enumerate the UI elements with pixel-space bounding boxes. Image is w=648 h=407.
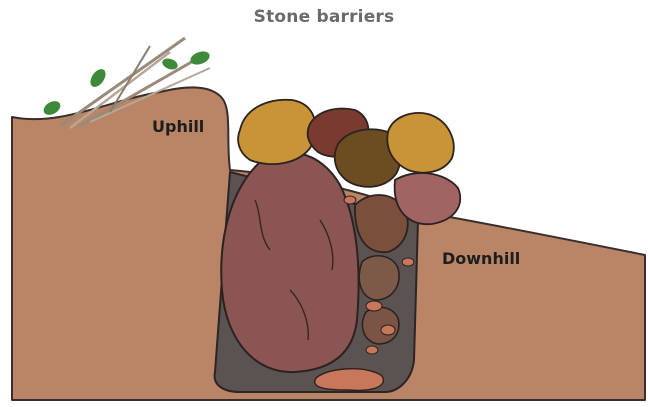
leaf [189,49,212,67]
downhill-label: Downhill [442,249,520,268]
orange-pebble [381,325,395,335]
small-stone [362,307,398,344]
leaf [87,66,108,89]
large-stone [221,153,358,373]
yellow-stone [238,100,315,164]
orange-pebble [402,258,414,266]
orange-pebble [366,346,378,354]
orange-pebble [344,196,356,204]
orange-pebble [366,301,382,311]
small-stone [359,256,399,300]
yellow-stone [387,113,453,173]
uphill-label: Uphill [152,117,204,136]
leaf [41,98,63,117]
